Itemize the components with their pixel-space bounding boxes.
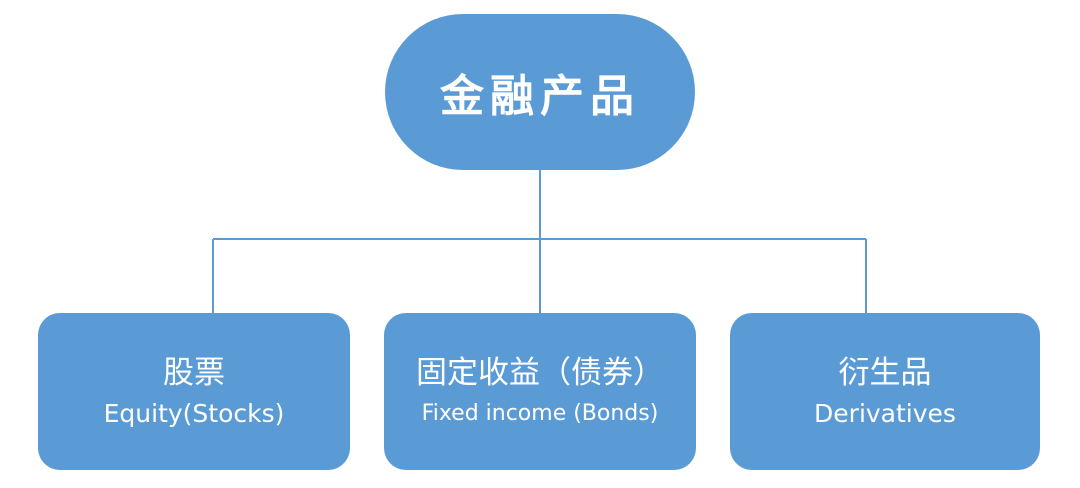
child-node-equity: 股票 Equity(Stocks)	[38, 313, 350, 470]
child-node-equity-label-en: Equity(Stocks)	[103, 398, 285, 428]
root-node-label: 金融产品	[440, 71, 640, 122]
child-node-equity-label-zh: 股票	[163, 354, 225, 391]
child-node-derivatives-label-en: Derivatives	[814, 398, 956, 428]
child-node-fixed-income-label-en: Fixed income (Bonds)	[421, 400, 659, 426]
root-node-financial-products: 金融产品	[385, 14, 695, 170]
child-node-fixed-income-label-zh: 固定收益（债券）	[416, 354, 664, 391]
child-node-derivatives-label-zh: 衍生品	[838, 354, 932, 391]
child-node-derivatives: 衍生品 Derivatives	[730, 313, 1040, 470]
child-node-fixed-income: 固定收益（债券） Fixed income (Bonds)	[384, 313, 696, 470]
